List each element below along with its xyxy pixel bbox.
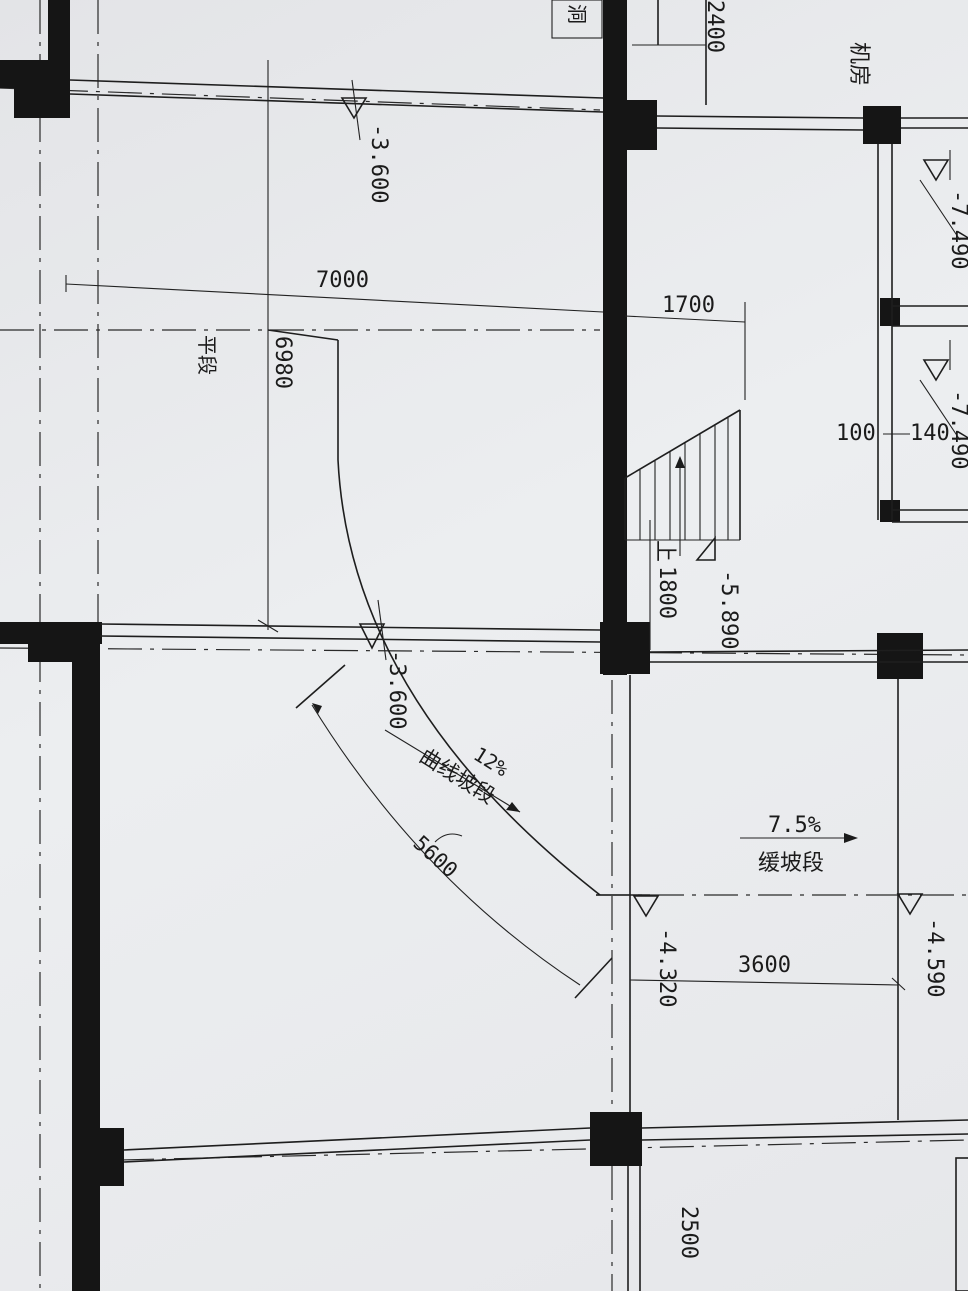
- dimension-lines: [65, 60, 910, 991]
- elev-side-2: -7.490: [946, 390, 968, 469]
- dim-6980: 6980: [270, 336, 295, 389]
- dim-1700: 1700: [662, 293, 715, 318]
- flat-section-label: 平段: [195, 335, 219, 375]
- ramp-geometry: [267, 329, 858, 999]
- walls: [0, 0, 923, 1291]
- hole-label: 洞: [565, 4, 589, 24]
- structure-lines: [69, 79, 968, 1291]
- dim-2500: 2500: [676, 1206, 701, 1259]
- top-room-details: [551, 0, 707, 105]
- dim-100: 100: [836, 421, 876, 446]
- stair: [624, 409, 741, 556]
- elev-side-1: -7.490: [946, 190, 968, 269]
- side-panel: [955, 1157, 968, 1291]
- dim-7000: 7000: [316, 268, 369, 293]
- elev-ramp-end: -4.320: [654, 928, 679, 1007]
- dim-2400: 2400: [702, 0, 727, 53]
- elevation-markers: [340, 79, 961, 918]
- gentle-ramp-label: 缓坡段: [758, 851, 824, 876]
- dim-1800: 1800: [654, 566, 679, 619]
- elev-top: -3.600: [366, 124, 391, 203]
- dim-3600: 3600: [738, 953, 791, 978]
- elev-mid: -3.600: [384, 650, 409, 729]
- gentle-slope: 7.5%: [768, 813, 821, 838]
- stair-up-label: 上: [652, 540, 677, 562]
- dim-5600: 5600: [409, 831, 463, 883]
- elev-stair: -5.890: [716, 570, 741, 649]
- machine-room-label: 机房: [846, 42, 871, 86]
- elev-right: -4.590: [922, 918, 947, 997]
- dim-140: 140: [910, 421, 950, 446]
